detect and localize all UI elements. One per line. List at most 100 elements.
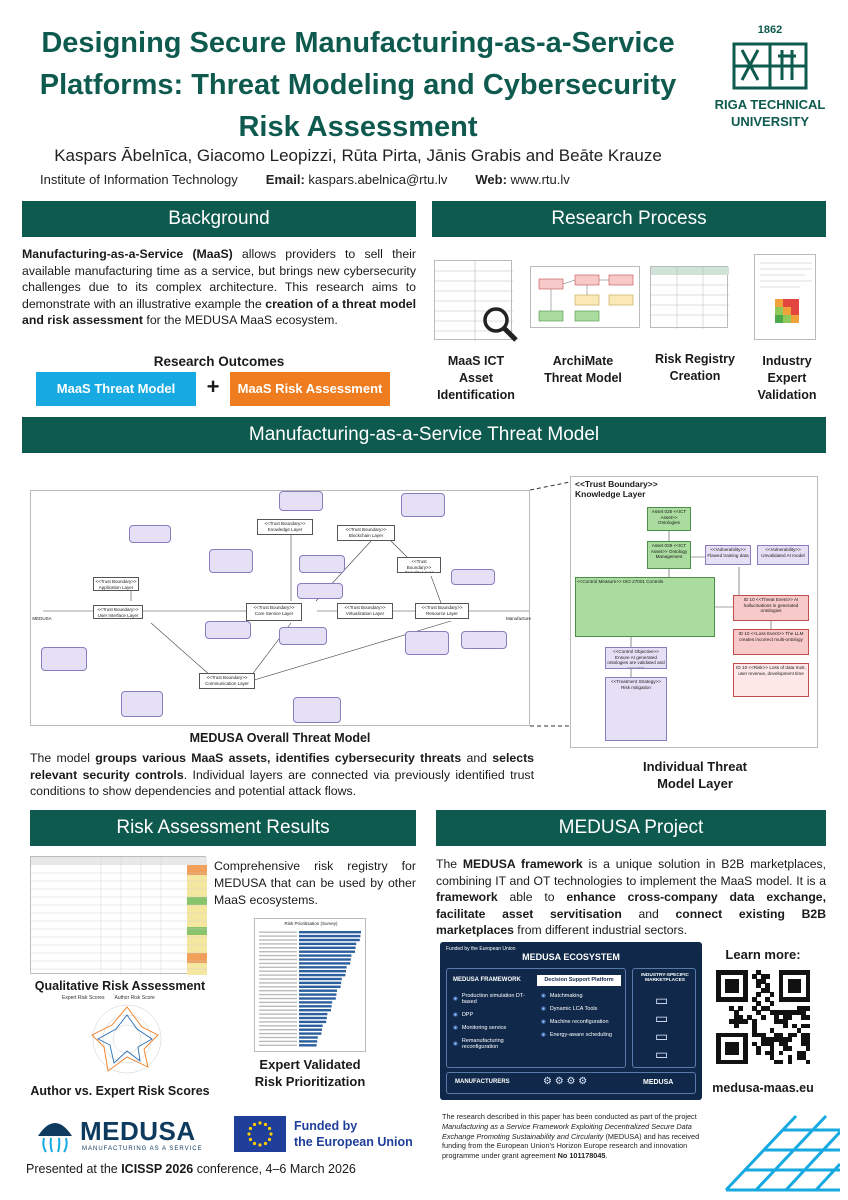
eco-manufacturers-box: MANUFACTURERS ⚙ ⚙ ⚙ ⚙ MEDUSA (446, 1072, 696, 1094)
qr-module (769, 1001, 775, 1007)
qr-module (733, 1050, 739, 1056)
step-1-line-3: Identification (437, 388, 515, 402)
qr-module (805, 970, 811, 975)
eco-right-item: ◉Energy-aware scheduling (541, 1032, 621, 1038)
qr-module (778, 1037, 784, 1042)
step-4-line-2: Expert (767, 371, 807, 385)
qr-module (742, 978, 748, 984)
risk-table-thumb-icon (31, 857, 207, 975)
web-link[interactable]: www.rtu.lv (510, 172, 570, 187)
eco-left-list: ◉Production simulation DT-based ◉DPP ◉Mo… (453, 993, 533, 1050)
qr-module (742, 1032, 748, 1038)
node-virtualization-layer: <<Trust Boundary>> Virtualization Layer (337, 603, 393, 619)
qr-module (742, 992, 748, 998)
step-asset-identification: MaaS ICT Asset Identification (432, 353, 520, 404)
medusa-jellyfish-icon (38, 1123, 72, 1153)
qr-module (765, 987, 770, 993)
overall-threat-model-diagram: <<Trust Boundary>> Application Layer <<T… (30, 490, 531, 726)
layer-caption-2: Model Layer (657, 776, 733, 791)
qr-module (787, 1046, 793, 1051)
node-core-service-layer: <<Trust Boundary>> Core Service Layer (246, 603, 302, 621)
eu-star (258, 1121, 262, 1125)
qr-module (724, 1041, 730, 1047)
medusa-ecosystem-figure: Funded by the European Union MEDUSA ECOS… (440, 942, 702, 1100)
qr-module (801, 1050, 806, 1056)
qr-module (783, 1046, 788, 1051)
bar-label-placeholder (259, 935, 297, 937)
background-text: Manufacturing-as-a-Service (MaaS) allows… (22, 246, 416, 329)
individual-layer-caption: Individual Threat Model Layer (600, 758, 790, 792)
factory-icon: ⚙ ⚙ ⚙ ⚙ (543, 1076, 588, 1087)
email-link[interactable]: kaspars.abelnica@rtu.lv (308, 172, 448, 187)
qr-module (716, 996, 721, 1002)
qr-module (787, 1010, 793, 1016)
qr-module (778, 1041, 784, 1047)
eu-star (247, 1132, 251, 1136)
qr-module (751, 1019, 757, 1024)
bar-mark (299, 962, 351, 965)
qr-module (716, 970, 721, 975)
qr-module (729, 1005, 735, 1011)
qr-module (783, 1019, 788, 1024)
qr-module (733, 1023, 739, 1029)
eu-funded-2: the European Union (294, 1135, 413, 1149)
overall-threat-model-caption: MEDUSA Overall Threat Model (189, 731, 371, 745)
presented-2: conference, 4–6 March 2026 (193, 1162, 356, 1176)
eco-brand: MEDUSA (643, 1079, 674, 1086)
qr-module (729, 996, 735, 1002)
bar-label-placeholder (259, 990, 297, 992)
qr-module (760, 974, 766, 980)
bar-mark (299, 1020, 327, 1024)
eco-funded: Funded by the European Union (446, 946, 516, 952)
eco-left-item: ◉DPP (453, 1012, 533, 1018)
qr-module (805, 974, 811, 980)
medusa-text: The MEDUSA framework is a unique solutio… (436, 856, 826, 939)
qr-code-icon[interactable] (716, 970, 811, 1065)
medusa-wordmark: MEDUSA (80, 1116, 196, 1146)
archimate-thumb-icon (538, 274, 634, 322)
risk-assessment-heading: Risk Assessment Results (30, 810, 416, 846)
qr-module (724, 970, 730, 975)
eco-left-item: ◉Monitoring service (453, 1025, 533, 1031)
outcome-risk-assessment: MaaS Risk Assessment (230, 372, 390, 406)
qr-module (765, 1037, 770, 1042)
tm-desc-bold-2: selects relevant security controls (30, 751, 535, 782)
archimate-thumb (530, 266, 640, 328)
bg-text-1: allows providers to sell their available… (22, 247, 416, 311)
bar-label-placeholder (259, 982, 297, 984)
m-text-b3: enhance cross-company data exchange, fac… (436, 890, 826, 921)
radar-legend-author: Author Risk Score (114, 995, 155, 1001)
qr-module (787, 1055, 793, 1060)
monitor-icon: ▭▭▭▭ (655, 992, 669, 1062)
eu-stars-icon (247, 1121, 273, 1147)
site-link[interactable]: medusa-maas.eu (712, 1081, 814, 1095)
bar-label-placeholder (259, 1013, 297, 1015)
tm-desc-3: . Individual layers are connected via pr… (30, 767, 534, 799)
eco-right-label: Dynamic LCA Tools (549, 1006, 598, 1012)
qualitative-caption: Qualitative Risk Assessment (34, 979, 206, 993)
affiliation-row: Institute of Information Technology Emai… (40, 172, 700, 187)
eco-manufacturers-label: MANUFACTURERS (455, 1079, 510, 1085)
bar-label-placeholder (259, 931, 297, 933)
control-objective: <<Control Objective>> Ensure AI generate… (605, 647, 667, 669)
qr-module (760, 1005, 766, 1011)
qr-module (733, 970, 739, 975)
bar-mark (299, 954, 352, 957)
qr-module (805, 1059, 811, 1065)
asset-ontology-management: Asset 029 <<ICT Asset>> Ontology Managem… (647, 541, 691, 569)
radar-legend: Expert Risk Scores Author Risk Score (62, 995, 155, 1001)
qr-module (801, 1014, 806, 1020)
tm-desc-bold-1: groups various MaaS assets, identifies c… (95, 751, 462, 765)
qr-module (778, 1059, 784, 1065)
bar-mark (299, 946, 356, 949)
m-text-1: The (436, 857, 463, 871)
qr-module (751, 1032, 757, 1038)
qr-module (716, 974, 721, 980)
qr-module (787, 978, 793, 984)
bar-mark (299, 1028, 322, 1031)
step-expert-validation: Industry Expert Validation (748, 353, 826, 404)
qr-module (716, 978, 721, 984)
eco-left-label: Monitoring service (461, 1025, 507, 1031)
outcome-threat-model: MaaS Threat Model (36, 372, 196, 406)
qr-module (792, 987, 797, 993)
